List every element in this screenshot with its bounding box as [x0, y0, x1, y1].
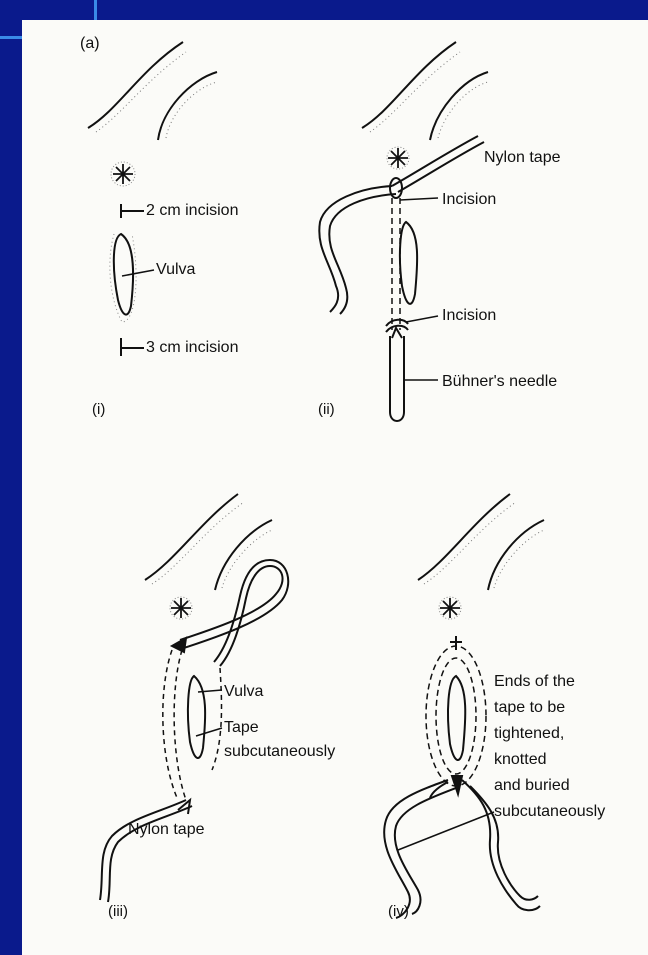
anus-star-icon: [111, 162, 135, 186]
buhner-needle: [390, 336, 404, 421]
panel-i: [88, 42, 217, 356]
label-tape-iii: Tape: [224, 719, 259, 736]
label-incision-lower: Incision: [442, 307, 496, 324]
top-incision-mark: [121, 204, 144, 218]
anus-star-icon: [387, 147, 409, 169]
tape-end-left: [384, 780, 448, 918]
thigh-right-curve: [215, 520, 272, 590]
label-vulva-iii: Vulva: [224, 683, 264, 700]
thigh-right-curve: [488, 520, 544, 590]
numeral-i: (i): [92, 401, 105, 418]
label-incision-upper: Incision: [442, 191, 496, 208]
label-buhner-needle: Bühner's needle: [442, 373, 557, 390]
label-ends-6: subcutaneously: [494, 803, 605, 820]
tape-loop: [180, 566, 283, 666]
bottom-incision-mark: [121, 338, 144, 356]
numeral-iv: (iv): [388, 903, 409, 920]
label-ends-5: and buried: [494, 777, 570, 794]
label-ends-2: tape to be: [494, 699, 565, 716]
thigh-right-curve: [158, 72, 217, 140]
label-ends-1: Ends of the: [494, 673, 575, 690]
thigh-right-curve: [430, 72, 488, 140]
label-vulva-i: Vulva: [156, 261, 196, 278]
tape-right-strand: [392, 136, 478, 186]
numeral-iii: (iii): [108, 903, 128, 920]
anus-star-icon: [170, 597, 192, 619]
panel-ii: [319, 42, 488, 421]
label-3cm-incision: 3 cm incision: [146, 339, 238, 356]
label-ends-3: tightened,: [494, 725, 564, 742]
part-label: (a): [80, 35, 100, 52]
label-nylon-tape-iii: Nylon tape: [128, 821, 205, 838]
label-nylon-tape-ii: Nylon tape: [484, 149, 561, 166]
thigh-left-curve: [362, 42, 456, 128]
numeral-ii: (ii): [318, 401, 335, 418]
anus-star-icon: [439, 597, 461, 619]
tape-left-strand: [319, 186, 392, 312]
label-2cm-incision: 2 cm incision: [146, 202, 238, 219]
thigh-left-curve: [88, 42, 183, 128]
label-subcutaneously-iii: subcutaneously: [224, 743, 335, 760]
tape-end-right: [462, 780, 540, 910]
label-ends-4: knotted: [494, 751, 546, 768]
